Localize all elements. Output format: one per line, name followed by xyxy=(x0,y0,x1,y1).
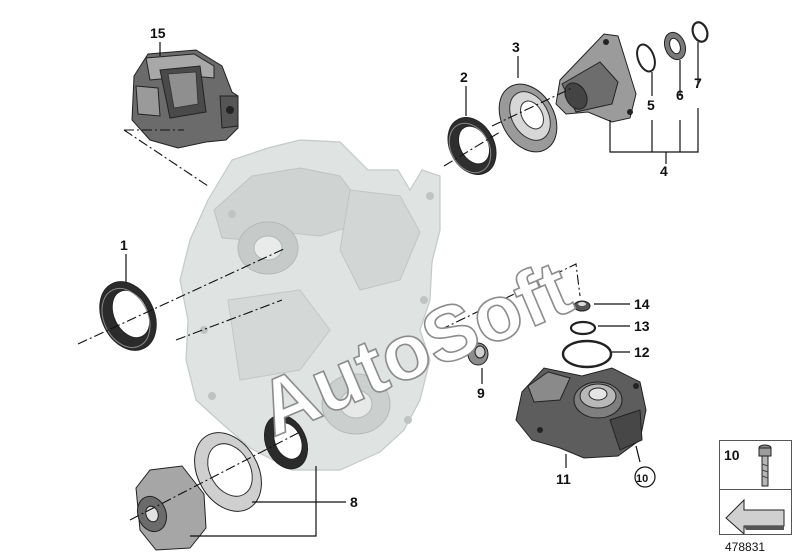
reference-box-divider xyxy=(720,489,791,490)
shaft-seal-part-1 xyxy=(99,281,157,351)
callout-10: 10 xyxy=(636,473,648,485)
reference-box xyxy=(719,440,792,535)
gasket-part-14 xyxy=(573,300,591,312)
callout-4: 4 xyxy=(660,163,668,179)
callout-7: 7 xyxy=(694,75,702,91)
callout-14: 14 xyxy=(634,296,650,312)
bolt-icon xyxy=(758,444,772,487)
callout-labels: 1 2 3 4 5 6 7 8 9 10 11 12 13 14 15 xyxy=(120,25,702,510)
transfer-case-housing xyxy=(179,139,441,471)
lock-ring-part-7 xyxy=(691,21,709,43)
callout-15: 15 xyxy=(150,25,166,41)
callout-2: 2 xyxy=(460,69,468,85)
callout-6: 6 xyxy=(676,87,684,103)
front-flange xyxy=(135,465,207,551)
reference-box-art: 10 xyxy=(724,444,785,536)
o-ring-part-5 xyxy=(636,43,656,73)
catalog-number: 478831 xyxy=(725,540,766,554)
dust-cover-front xyxy=(194,432,262,512)
callout-13: 13 xyxy=(634,318,650,334)
shaft-seal-front xyxy=(263,414,309,470)
actuator-motor-part-15 xyxy=(131,49,239,149)
oil-pump-part-11 xyxy=(515,367,647,459)
direction-arrow-icon xyxy=(725,498,785,536)
callout-3: 3 xyxy=(512,39,520,55)
shaft-seal-part-2 xyxy=(447,117,497,175)
seal-ring-part-12 xyxy=(561,339,613,369)
callout-11: 11 xyxy=(556,471,571,487)
callout-9: 9 xyxy=(477,385,485,401)
callout-1: 1 xyxy=(120,237,128,253)
dust-cover-part-3 xyxy=(498,83,558,153)
output-flange xyxy=(555,33,637,123)
callout-12: 12 xyxy=(634,344,650,360)
callout-10-circle xyxy=(634,466,656,488)
washer-part-6 xyxy=(663,31,687,61)
plug-screw-part-9 xyxy=(467,342,489,366)
callout-5: 5 xyxy=(647,97,655,113)
o-ring-part-13 xyxy=(569,320,597,336)
reference-box-label: 10 xyxy=(724,447,740,463)
callout-8: 8 xyxy=(350,494,358,510)
leader-lines xyxy=(77,42,699,537)
